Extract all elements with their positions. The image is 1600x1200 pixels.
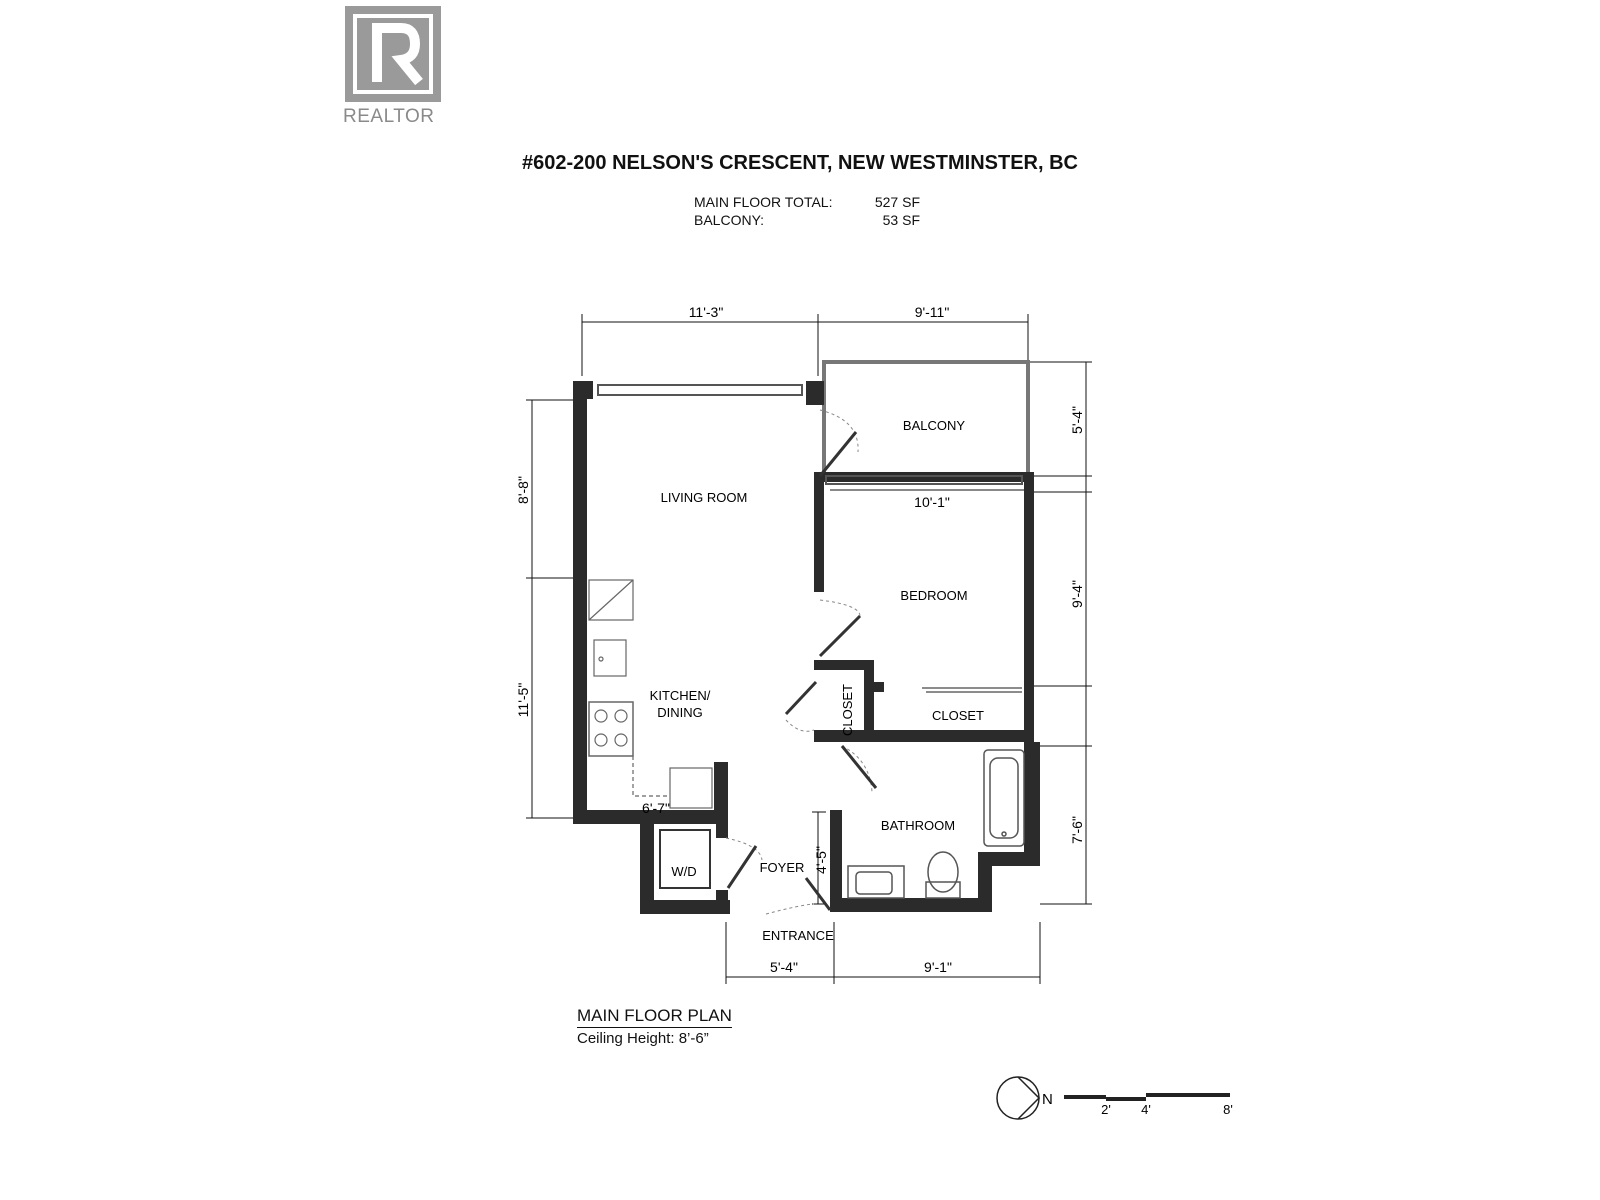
- dim-top-left: 11'-3": [689, 304, 724, 320]
- wd-label: W/D: [671, 864, 696, 879]
- washer-dryer: [659, 829, 711, 889]
- dim-left-upper: 8'-8": [515, 476, 531, 504]
- bedroom-window: [825, 475, 1023, 485]
- kitchen-label-line1: KITCHEN/: [650, 688, 711, 703]
- dim-top-right: 9'-11": [915, 304, 950, 320]
- scale-bar: 2' 4' 8': [1064, 1093, 1233, 1117]
- closet-vertical-label: CLOSET: [840, 684, 855, 736]
- walls: [573, 381, 1040, 914]
- dim-bedroom-depth: 9'-4": [1069, 580, 1085, 608]
- dim-bottom-right: 9'-1": [924, 959, 952, 975]
- dim-balcony-depth: 5'-4": [1069, 406, 1085, 434]
- main-floor-value: 527 SF: [874, 194, 920, 210]
- north-label: N: [1042, 1091, 1053, 1108]
- property-address: #602-200 NELSON'S CRESCENT, NEW WESTMINS…: [522, 152, 1078, 174]
- dim-left-lower: 11'-5": [515, 683, 531, 718]
- bathroom-label: BATHROOM: [881, 818, 955, 833]
- balcony-area-value: 53 SF: [882, 212, 920, 228]
- living-room-label: LIVING ROOM: [661, 490, 748, 505]
- dim-bottom-left: 5'-4": [770, 959, 798, 975]
- dim-bath-depth: 7'-6": [1069, 816, 1085, 844]
- living-window: [597, 384, 803, 396]
- bedroom-label: BEDROOM: [900, 588, 967, 603]
- realtor-logo: [345, 6, 441, 102]
- foyer-label: FOYER: [760, 860, 805, 875]
- scale-tick-2: 2': [1101, 1102, 1111, 1117]
- balcony-area-label: BALCONY:: [694, 212, 765, 228]
- kitchen-label-line2: DINING: [657, 705, 703, 720]
- closet-label: CLOSET: [932, 708, 984, 723]
- plan-title: MAIN FLOOR PLAN: [577, 1006, 732, 1028]
- balcony-label: BALCONY: [903, 418, 965, 433]
- dim-foyer-depth: 4'-5": [813, 846, 829, 874]
- bath-fixtures: [847, 749, 1025, 899]
- dim-bedroom-width: 10'-1": [914, 494, 950, 510]
- north-arrow: N: [996, 1076, 1053, 1120]
- entrance-label: ENTRANCE: [762, 928, 834, 943]
- scale-tick-4: 4': [1141, 1102, 1151, 1117]
- dim-kitchen-width: 6'-7": [642, 800, 670, 816]
- realtor-logo-text: REALTOR: [343, 106, 435, 127]
- scale-tick-8: 8': [1223, 1102, 1233, 1117]
- ceiling-height: Ceiling Height: 8’-6”: [577, 1030, 709, 1047]
- main-floor-label: MAIN FLOOR TOTAL:: [694, 194, 833, 210]
- kitchen-fixtures: [588, 579, 713, 889]
